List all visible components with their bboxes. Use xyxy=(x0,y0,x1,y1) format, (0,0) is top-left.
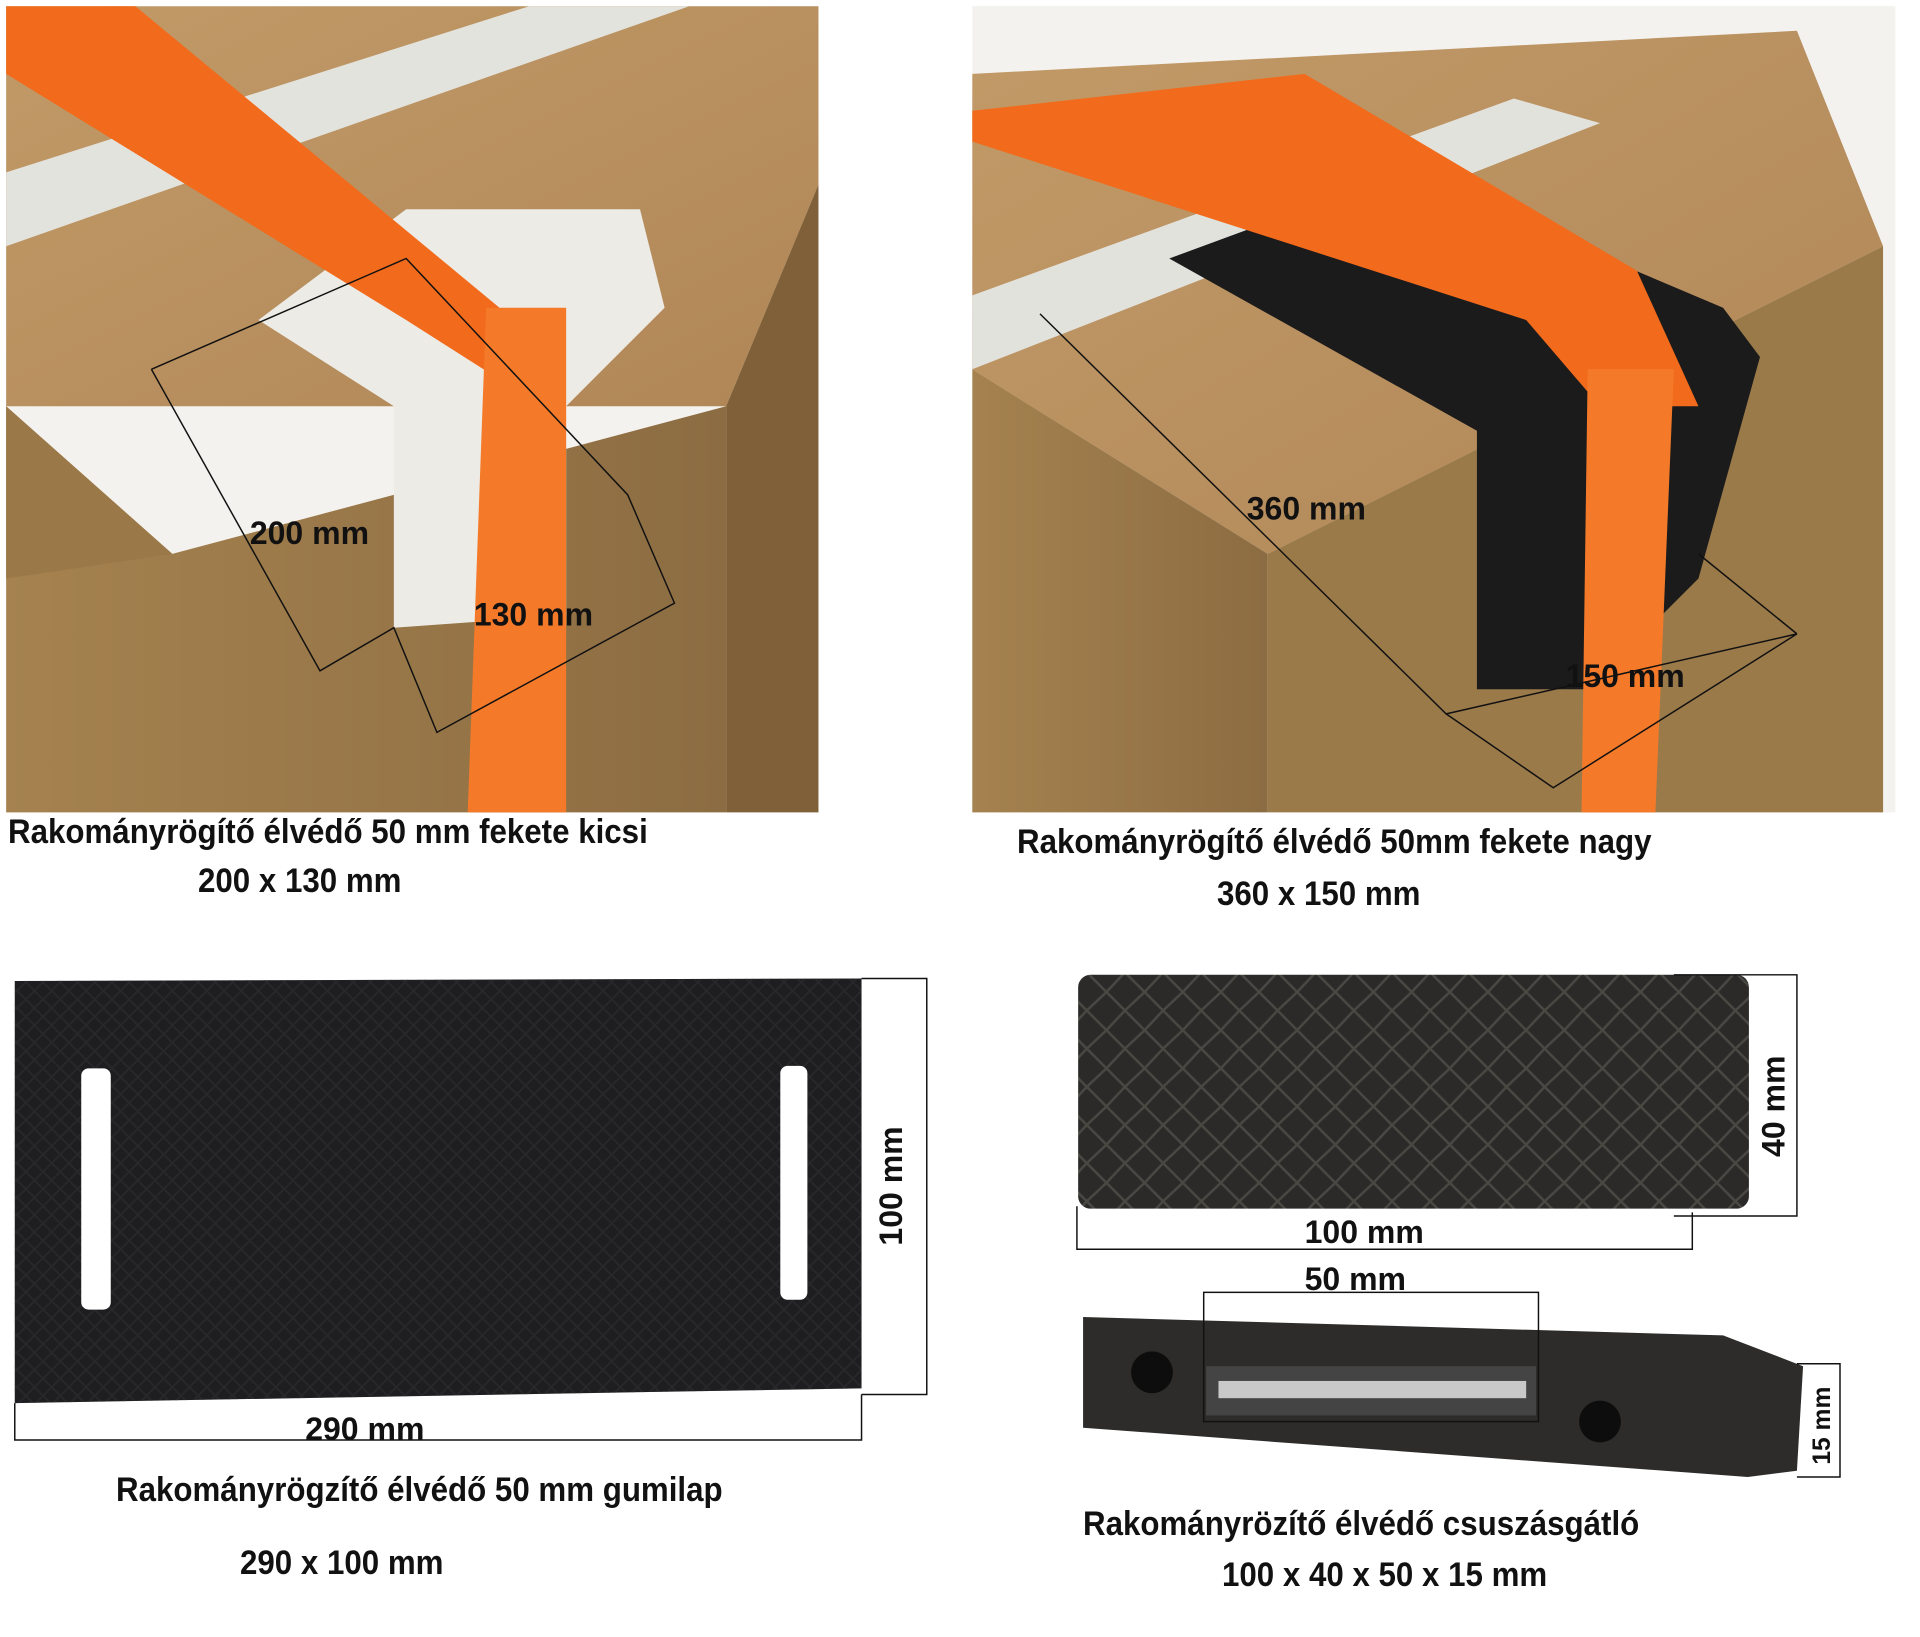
dimension-label: 50 mm xyxy=(1305,1261,1406,1297)
product-title: Rakományrögítő élvédő 50mm fekete nagy xyxy=(1017,823,1652,861)
product-size: 100 x 40 x 50 x 15 mm xyxy=(1222,1556,1548,1594)
dimension-label: 15 mm xyxy=(1809,1387,1836,1465)
product-title: Rakományrögzítő élvédő 50 mm gumilap xyxy=(116,1471,723,1509)
dimension-label: 130 mm xyxy=(474,596,593,632)
orange-strap xyxy=(6,6,567,407)
product-size: 290 x 100 mm xyxy=(240,1544,444,1582)
photo-anti-slip-block: 100 mm 40 mm 50 mm 15 mm xyxy=(1076,974,1841,1478)
photo-large-corner-protector: 360 mm 150 mm xyxy=(972,6,1896,813)
photo-small-corner-protector: 200 mm 130 mm xyxy=(6,6,819,813)
dimension-label: 360 mm xyxy=(1247,490,1366,526)
dimension-label: 100 mm xyxy=(873,1126,909,1245)
dimension-label: 40 mm xyxy=(1756,1056,1792,1157)
product-size: 360 x 150 mm xyxy=(1217,875,1421,913)
orange-strap xyxy=(972,73,1699,407)
photo-rubber-pad: 290 mm 100 mm xyxy=(14,977,928,1447)
dimension-label: 290 mm xyxy=(305,1411,424,1447)
dimension-label: 150 mm xyxy=(1566,658,1685,694)
dimension-label: 200 mm xyxy=(250,515,369,551)
product-size: 200 x 130 mm xyxy=(198,862,402,900)
product-title: Rakományrögítő élvédő 50 mm fekete kicsi xyxy=(8,813,648,851)
dimension-label: 100 mm xyxy=(1305,1214,1424,1250)
product-title: Rakományrözítő élvédő csuszásgátló xyxy=(1083,1505,1640,1543)
